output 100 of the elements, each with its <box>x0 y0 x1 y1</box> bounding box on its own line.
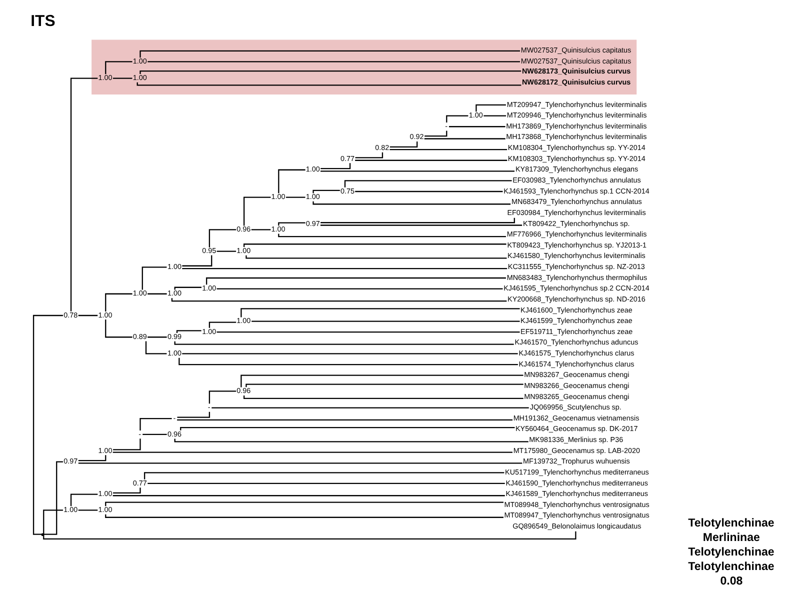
connector <box>245 255 506 259</box>
connector <box>174 438 528 442</box>
connector <box>78 462 522 464</box>
connector <box>208 229 236 248</box>
node-point <box>40 533 44 536</box>
node-text: MH173869_Tylenchorhynchus leviterminalis <box>506 121 646 130</box>
node-text: MH191362_Geocenamus vietnamensis <box>512 413 639 422</box>
node-label: 0.96 <box>236 224 250 234</box>
label: Telotylenchinae <box>688 560 774 573</box>
connector <box>182 353 518 354</box>
connector <box>143 472 504 480</box>
node-text: KY200668_Tylenchorhynchus sp. ND-2016 <box>507 294 645 304</box>
connector <box>70 494 98 506</box>
node-label: 1.00 <box>166 262 181 271</box>
node-label: 1.00 <box>63 504 78 514</box>
node-text: MF139732_Trophurus wuhuensis <box>522 456 630 466</box>
node-text: MK981336_Merlinius sp. P36 <box>528 435 623 444</box>
node-text: KT809422_Tylenchorhynchus sp. <box>522 218 630 228</box>
node-text: KM108304_Tylenchorhynchus sp. YY-2014 <box>507 143 645 152</box>
node-text: KJ461580_Tylenchorhynchus leviterminalis <box>507 251 645 260</box>
node-label: 1.00 <box>132 288 146 298</box>
connector <box>216 288 502 290</box>
connector <box>448 126 505 128</box>
node-label: 1.00 <box>132 73 146 82</box>
node-text: MF776966_Tylenchorhynchus leviterminalis <box>506 230 646 239</box>
connector <box>320 218 514 224</box>
connector <box>208 390 236 404</box>
connector <box>250 229 270 230</box>
node-text: MW027537_Quinisulcius capitatus <box>520 46 631 55</box>
node-label: - <box>138 429 141 438</box>
connector <box>389 142 418 148</box>
connector <box>240 374 523 388</box>
connector <box>205 277 506 285</box>
connector <box>216 332 520 333</box>
connector <box>176 412 210 418</box>
node-text: JQ069956_Scutylenchus sp. <box>529 402 621 412</box>
node-text: MT089947_Tylenchorhynchus ventrosignatus <box>504 510 649 520</box>
node-text: KY817309_Tylenchorhynchus elegans <box>514 164 638 174</box>
connector <box>354 190 502 192</box>
connector <box>242 244 506 248</box>
connector <box>136 82 521 86</box>
connector <box>147 293 166 294</box>
connector <box>424 130 447 137</box>
connector <box>278 222 305 226</box>
connector <box>312 201 510 205</box>
node-label: - <box>207 402 210 412</box>
connector <box>320 170 514 172</box>
node-label: 1.00 <box>98 73 112 82</box>
connector <box>139 70 521 74</box>
node-label: 0.75 <box>340 186 354 196</box>
connector <box>147 482 504 484</box>
node-text: KJ461589_Tylenchorhynchus mediterraneus <box>505 489 648 498</box>
connector <box>147 61 520 62</box>
connector <box>285 196 305 198</box>
node-label: 0.89 <box>132 332 146 341</box>
node-label: 0.82 <box>374 143 389 152</box>
node-text: KJ461600_Tylenchorhynchus zeae <box>520 305 632 314</box>
connector <box>112 78 132 79</box>
node-label: 0.97 <box>305 218 320 228</box>
connector <box>174 341 514 345</box>
node-text: MT089948_Tylenchorhynchus ventrosignatus <box>504 500 649 509</box>
connector <box>446 115 468 122</box>
connector <box>320 163 350 170</box>
connector <box>42 510 62 535</box>
node-text: KJ461595_Tylenchorhynchus sp.2 CCN-2014 <box>503 284 649 293</box>
label: Merlininae <box>702 532 760 544</box>
connector <box>176 419 512 420</box>
label: Telotylenchinae <box>688 546 774 558</box>
node-label: 1.00 <box>270 192 285 202</box>
connector <box>240 308 520 318</box>
node-label: 0.95 <box>202 246 216 256</box>
connector <box>78 510 98 511</box>
node-text: MN983266_Geocenamus chengi <box>524 380 629 390</box>
connector <box>78 455 106 462</box>
connector <box>178 358 518 366</box>
node-text: EF030984_Tylenchorhynchus leviterminalis <box>506 208 646 217</box>
node-label: 1.00 <box>98 489 112 498</box>
cluster <box>91 40 636 95</box>
connector <box>424 138 505 140</box>
node-text: KJ461575_Tylenchorhynchus clarus <box>518 348 634 358</box>
node-text: MT175980_Geocenamus sp. LAB-2020 <box>512 446 640 455</box>
node-text: MN683483_Tylenchorhynchus thermophilus <box>506 272 647 282</box>
node-text: EF030983_Tylenchorhynchus annulatus <box>512 175 640 184</box>
connector <box>176 330 201 333</box>
connector <box>354 152 383 158</box>
connector <box>104 502 503 506</box>
node-label: - <box>172 413 176 422</box>
connector <box>242 395 523 399</box>
connector <box>104 319 132 338</box>
node-text: KJ461590_Tylenchorhynchus mediterraneus <box>505 478 648 488</box>
connector <box>251 320 520 322</box>
node-text: MN683479_Tylenchorhynchus annulatus <box>511 197 642 206</box>
connector <box>104 293 132 312</box>
connector <box>216 250 236 252</box>
node-label: 0.97 <box>63 456 78 466</box>
node-text: GQ896549_Belonolaimus longicaudatus <box>512 522 641 531</box>
connector <box>344 180 512 188</box>
connector <box>32 314 62 535</box>
connector <box>483 115 506 116</box>
connector <box>278 169 305 194</box>
